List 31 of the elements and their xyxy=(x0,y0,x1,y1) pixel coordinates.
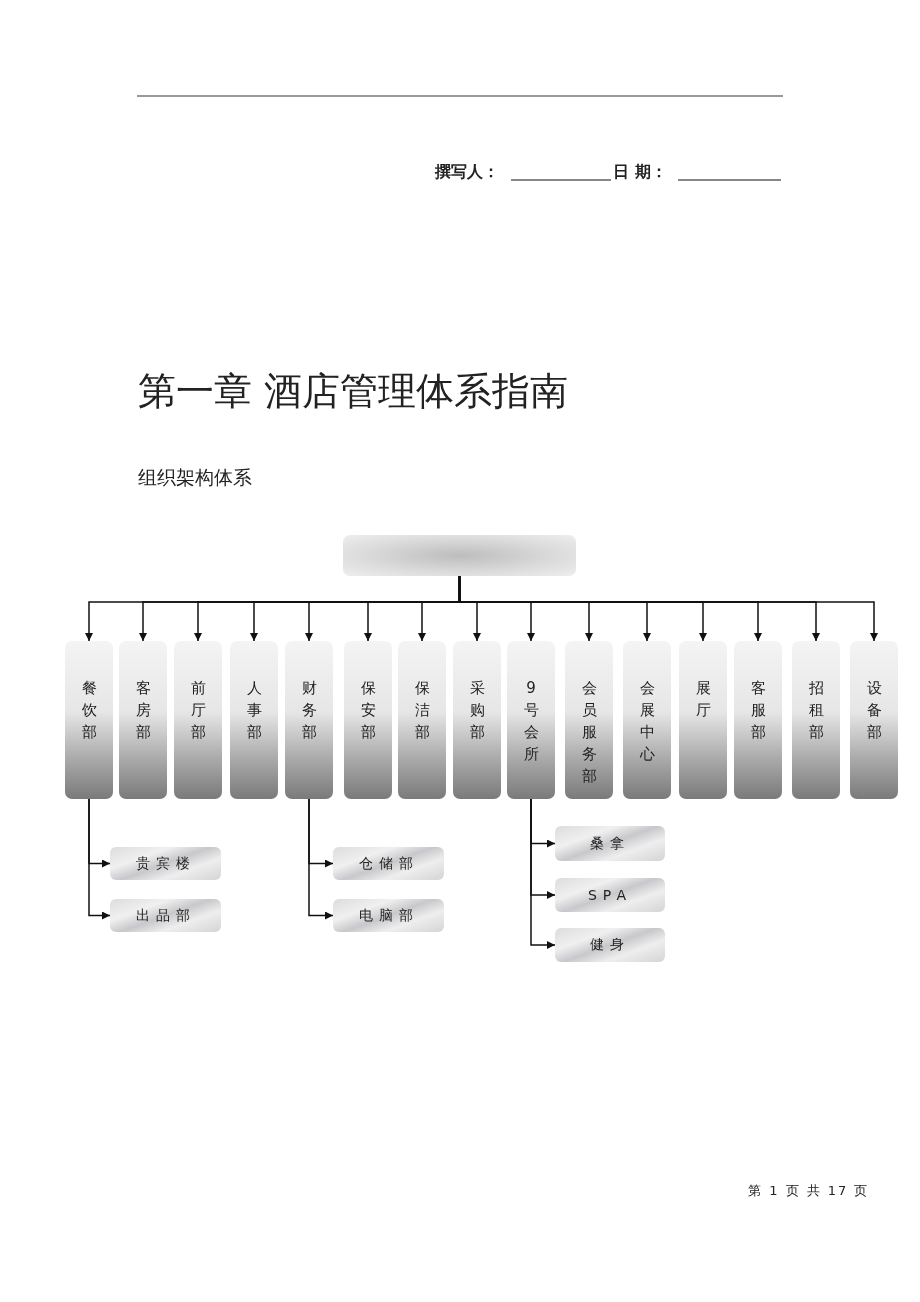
sub-department-box: 贵宾楼 xyxy=(110,847,221,880)
section-heading: 组织架构体系 xyxy=(138,465,252,490)
page-number: 第 1 页 共 17 页 xyxy=(748,1182,870,1200)
arrow xyxy=(530,798,556,949)
department-box: 会员服务部 xyxy=(565,641,613,799)
department-box: 财务部 xyxy=(285,641,333,799)
sub-department-box: SPA xyxy=(555,878,665,912)
department-box: 招租部 xyxy=(792,641,840,799)
form-label: 撰写人： xyxy=(435,162,499,183)
department-box: 前厅部 xyxy=(174,641,222,799)
department-box: 保洁部 xyxy=(398,641,446,799)
arrow xyxy=(88,798,111,920)
department-box: 餐饮部 xyxy=(65,641,113,799)
sub-department-box: 仓储部 xyxy=(333,847,444,880)
sub-department-box: 出品部 xyxy=(110,899,221,932)
department-box: 保安部 xyxy=(344,641,392,799)
department-box: 客服部 xyxy=(734,641,782,799)
sub-department-box: 健身 xyxy=(555,928,665,962)
top-box xyxy=(343,535,576,576)
sub-department-box: 电脑部 xyxy=(333,899,444,932)
arrow xyxy=(308,798,334,920)
department-box: 设备部 xyxy=(850,641,898,799)
department-box: 客房部 xyxy=(119,641,167,799)
department-box: 采购部 xyxy=(453,641,501,799)
department-box: 人事部 xyxy=(230,641,278,799)
chapter-title: 第一章 酒店管理体系指南 xyxy=(138,368,569,415)
department-box: 会展中心 xyxy=(623,641,671,799)
sub-department-box: 桑拿 xyxy=(555,826,665,861)
department-box: 展厅 xyxy=(679,641,727,799)
department-box: 9号会所 xyxy=(507,641,555,799)
form-label: 日 期： xyxy=(613,162,667,183)
